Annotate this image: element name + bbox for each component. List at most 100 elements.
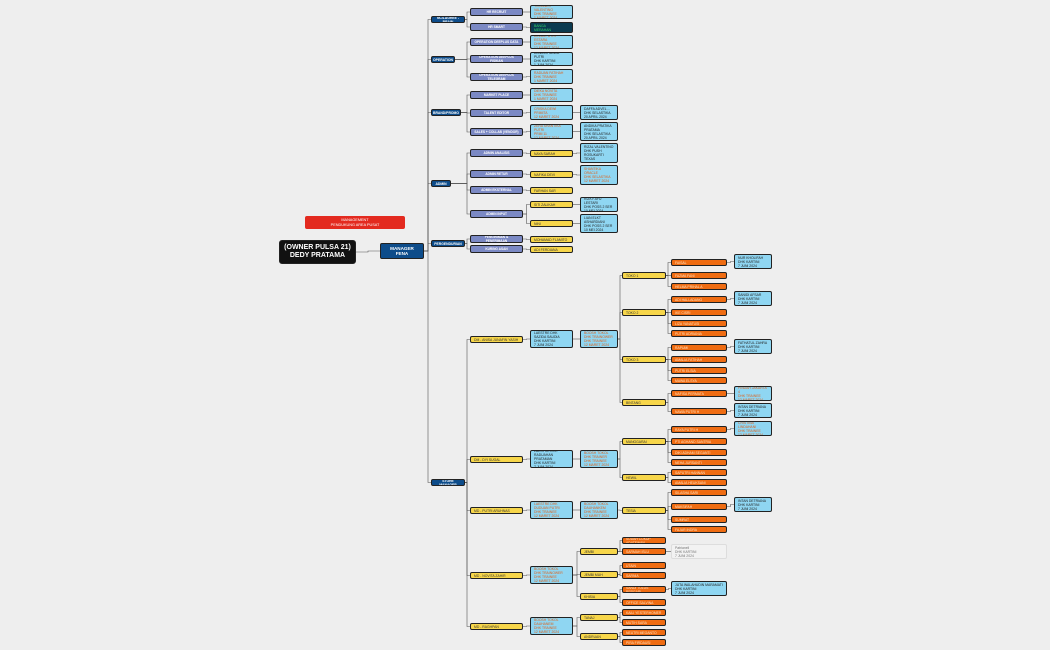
store-toko-3[interactable]: TOKO 3 [622,356,666,363]
person-hr-recruit[interactable]: YOHANES VALENTINO DHK TRAINEE 1 MARET 20… [530,5,573,19]
staff-person-9[interactable]: JUTA WALAHUDIN MARAMATI DHK KARTINI 7 JU… [671,581,727,596]
staff-12[interactable]: NAFISA PERMATA [671,390,727,397]
manager-3-person[interactable]: LAESTRE DHK DUDUAN PUTRI DHK TRAINEE 12 … [530,501,573,519]
staff-32[interactable]: NEUTRI MEGANTO [622,629,666,636]
staff-10[interactable]: PUTRI ELSIA [671,367,727,374]
role-talent[interactable]: TALENT EDITOR [470,109,523,117]
staff-27[interactable]: SARNIA [622,572,666,579]
root-node[interactable]: (OWNER PULSA 21) DEDY PRATAMA [279,240,356,264]
staff-23[interactable]: FAJAR INDRA [671,526,727,533]
role-sales[interactable]: SALES + COLLAB (VENDOR) [470,128,523,136]
person-hr-smart[interactable]: BANGA MERAHAN [530,22,573,33]
staff-24[interactable]: SUDAH CUKUP ADATEWAN [622,537,666,544]
staff-20[interactable]: SILASHA SARI [671,489,727,496]
store-khisia[interactable]: KHISIA [580,593,618,600]
dept-operation[interactable]: OPERATION [431,56,455,63]
role-op-fisik[interactable]: OPERATION DEEPLUS FISIKAN [470,55,523,63]
manager-3[interactable]: MD - PUTRI ARUHNAS [470,507,523,514]
person-sales[interactable]: ZERA SHANTIKA PUTRI PRIM 11 12 MARET 202… [530,124,573,139]
staff-28[interactable]: SANDI TULUS BERGARI [622,586,666,593]
manager-3-trainee[interactable]: BOOSH TOKOL DAUHANKEM DHK TRAINEE 12 MAR… [580,501,618,519]
staff-4[interactable]: ADI HALLADANG [671,296,727,303]
store-tanaj[interactable]: TANAJ [580,614,618,621]
person-analisis-yellow[interactable]: NAYA SARAH [530,150,573,157]
staff-26[interactable]: UTAIN [622,562,666,569]
person-market[interactable]: DIEKA NOVITA DHK TRAINEE 1 MARET 2024 [530,88,573,102]
manager-1-person[interactable]: LAESTRE DHK SAZIDA SAUDIA DHK KARTINI 7 … [530,330,573,348]
manager-1[interactable]: DM - ANISA JUNAFIN YASIH [470,336,523,343]
dept-admin[interactable]: ADMIN [431,180,451,187]
area-manager-node[interactable]: AREA MANAGER FENA FERDIANA [380,243,424,259]
staff-25[interactable]: SARMAH ISLU [622,548,666,555]
person-peng-yellow[interactable]: MOHAMAD FLAMITO [530,236,573,243]
staff-2[interactable]: FAZMA FANI [671,272,727,279]
person-sales-2[interactable]: ANDIKA PRATIKA PRATAMA DHK SELASTIKA 20 … [580,122,618,141]
manager-5[interactable]: MD - RAGHPAN [470,623,523,630]
role-peng[interactable]: PENGIRIMAN & PENERIMAAN [470,235,523,243]
staff-30[interactable]: KAILI YESTERHOMER [622,609,666,616]
role-op-data[interactable]: OPERATION DEEPLUS DATA [470,38,523,46]
manager-2-trainee[interactable]: BOOSH TOKOL DHK TRAINER DHK TRAINEE 12 M… [580,450,618,468]
staff-6[interactable]: LIZA YANATUSI [671,320,727,327]
store-jembi-muh[interactable]: JEMBI MUH [580,571,618,578]
staff-21[interactable]: MAKSIFAH [671,503,727,510]
person-ext-yellow[interactable]: FARHAN SAR [530,187,573,194]
person-analisis[interactable]: RIZAL VALENTINO DHK PUSH ROSUKARTI TEXAS [580,143,618,163]
staff-22[interactable]: SUMRAT [671,516,727,523]
store-manggarai[interactable]: MANGGARAI [622,438,666,445]
staff-person-4[interactable]: PINDAH JAKARTA 4 DHK TRAINEE 12 MARET 20… [734,386,772,401]
staff-15[interactable]: PTI AGHAND SANTRIA [671,438,727,445]
staff-33[interactable]: PIRA FIRDAUSI [622,639,666,646]
role-adm-analisis[interactable]: ADMIN ANALISIS [470,149,523,157]
staff-17[interactable]: NEHA JURSANTI [671,459,727,466]
person-input-yellow-1[interactable]: SITI ZALIKAH [530,201,573,208]
staff-person-7[interactable]: INTAN DETRIANA DHK KARTINI 7 JUNI 2024 [734,497,772,512]
staff-31[interactable]: MUTIH SARA [622,619,666,626]
staff-7[interactable]: PUTRI ADRIANIA [671,330,727,337]
store-hewil[interactable]: HEWIL [622,474,666,481]
staff-13[interactable]: NAWA PUTRI H [671,408,727,415]
manager-2-person[interactable]: LAESTRE DHK RADUAHAN PRATAMAN DHK KARTIN… [530,450,573,468]
role-kuring[interactable]: KURING ASAN [470,245,523,253]
dept-recruitment[interactable]: PERGENDURIAN [431,240,465,247]
store-jembi[interactable]: JEMBI [580,548,618,555]
staff-person-3[interactable]: FATHATUL ZAHRA DHK KARTINI 7 JUNI 2024 [734,339,772,354]
person-input-yellow-2[interactable]: NINI [530,220,573,227]
role-adm-retur[interactable]: ADMIN RETUR [470,170,523,178]
person-kuring-yellow[interactable]: ADI FERDIANA [530,246,573,253]
person-op-fisik[interactable]: DANIEA HANDA PUTRI DHK KARTINI 1 JUNI 20… [530,52,573,66]
role-adm-ext[interactable]: ADMIN EKSTERNAL [470,186,523,194]
store-toko-1[interactable]: TOKO 1 [622,272,666,279]
dept-brand[interactable]: BRAND/PROMO [431,109,461,116]
manager-5-person[interactable]: BOOSH TOKOL DAUHANEM DHK TRAINEE 12 MARE… [530,617,573,635]
store-toko-2[interactable]: TOKO 2 [622,309,666,316]
staff-person-5[interactable]: INTAN DETRIANA DHK KARTINI 7 JUNI 2024 [734,403,772,418]
manager-1-trainee[interactable]: BOOSH TOKOL DHK TRAINOWER DHK TRAINEE 12… [580,330,618,348]
staff-person-6[interactable]: CRISTINA LINDAHANI DHK TRAINEE 12 MARET … [734,421,772,436]
manager-4-person[interactable]: BOOSH TOKOL DHK TRAINOWER DHK TRAINEE 12… [530,566,573,584]
staff-3[interactable]: HELMA PRIHAL A [671,283,727,290]
person-op-telegram[interactable]: RADUAN FATIHAH DHK TRAINEE 1 MARET 2024 [530,69,573,84]
role-hr-recruit[interactable]: HR RECRUIT [470,8,523,16]
store-andruan[interactable]: ANDRUAN [580,633,618,640]
person-retur[interactable]: SHANTIKA ORACLE DHK SELASTIKA 12 MARET 2… [580,165,618,185]
person-op-data[interactable]: DELLA PUTRI ESTARA DHK TRAINEE 12 MARET … [530,35,573,49]
staff-19[interactable]: AMALIA HEUKSANI [671,479,727,486]
manager-2[interactable]: DM - DYI SUGAL [470,456,523,463]
staff-5[interactable]: IKE CISRI [671,309,727,316]
staff-1[interactable]: FAISAL [671,259,727,266]
staff-person-2[interactable]: SANIDI AFSAR DHK KARTINI 7 JUNI 2024 [734,291,772,306]
person-talent-2[interactable]: DAFFA ADVEL ... DHK SELASTIKA 20 APRIL 2… [580,105,618,120]
dept-store[interactable]: STORE MANAGER [431,479,465,486]
staff-18[interactable]: SAPUTRI HANNAN [671,469,727,476]
staff-16[interactable]: DIKI ADHAM SEGANTI [671,449,727,456]
person-input-2[interactable]: LIAN ELKT ASHARDIANI DHK POSS 2 SER 10 M… [580,214,618,233]
staff-person-1[interactable]: NUR KHOLIFAH DHK KARTINI 7 JUNI 2024 [734,254,772,269]
role-adm-input[interactable]: ADMIN INPUT [470,210,523,218]
store-tesia[interactable]: TESIA [622,507,666,514]
store-bintang[interactable]: BINTANG [622,399,666,406]
staff-9[interactable]: AMALIA FATIHAH [671,356,727,363]
person-talent[interactable]: CRISKA DEWI PRIMITA 12 MARET 2024 [530,105,573,120]
dept-nc[interactable]: NC/LAGREE - BRAIN [431,16,465,23]
staff-14[interactable]: RAYA PUTRI H [671,426,727,433]
